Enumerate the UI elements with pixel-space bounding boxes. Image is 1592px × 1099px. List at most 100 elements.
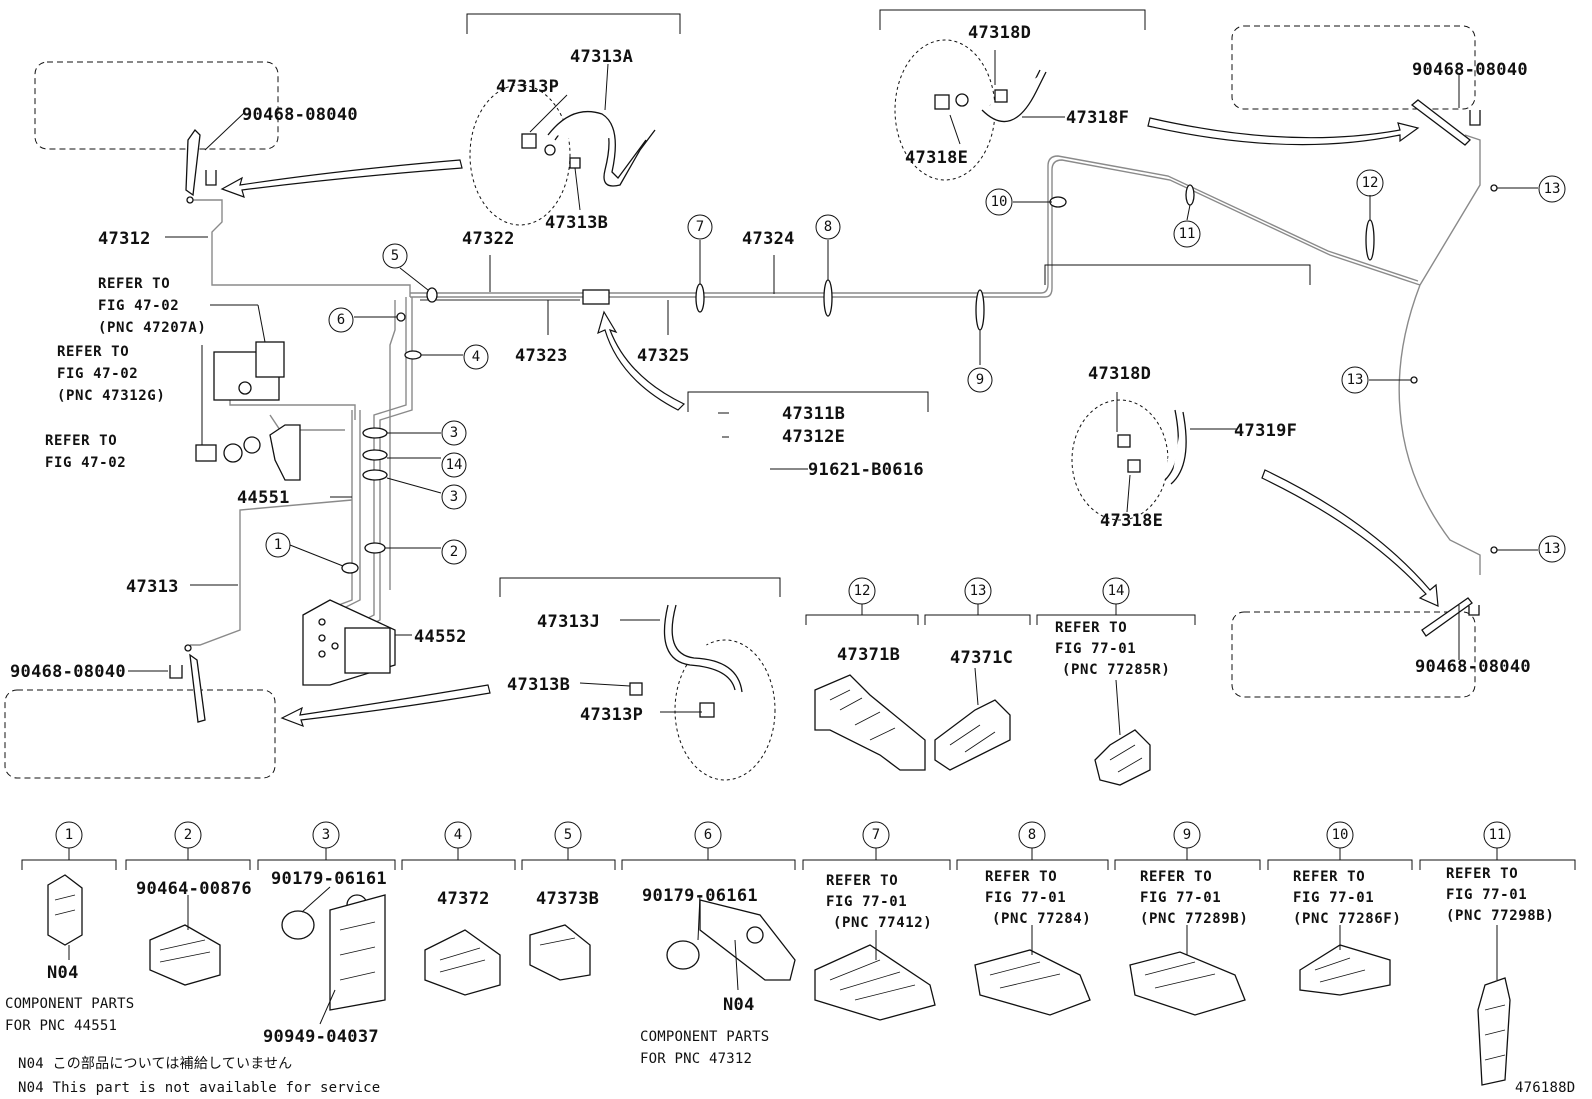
- callout-3a: 3: [441, 420, 467, 446]
- label-47313P-top: 47313P: [496, 77, 559, 97]
- callout-7b: 7: [862, 821, 890, 849]
- refer-labels: REFER TO FIG 47-02 (PNC 47207A) REFER TO…: [45, 276, 1554, 931]
- svg-text:FIG 77-01: FIG 77-01: [1446, 887, 1527, 903]
- label-47325: 47325: [637, 346, 690, 366]
- svg-text:(PNC 77412): (PNC 77412): [833, 915, 932, 931]
- label-47313J: 47313J: [537, 612, 600, 632]
- callout-7a: 7: [687, 214, 713, 240]
- svg-text:COMPONENT PARTS: COMPONENT PARTS: [640, 1029, 769, 1045]
- callout-3c: 3: [312, 821, 340, 849]
- callout-9b: 9: [1173, 821, 1201, 849]
- svg-text:(PNC 77284): (PNC 77284): [992, 911, 1091, 927]
- svg-text:REFER TO: REFER TO: [98, 276, 170, 292]
- label-47318F: 47318F: [1066, 108, 1129, 128]
- label-90468-bl: 90468-08040: [10, 662, 126, 682]
- svg-text:7: 7: [872, 827, 880, 843]
- svg-text:10: 10: [1332, 827, 1349, 843]
- line-clamps: [341, 184, 1498, 574]
- svg-text:12: 12: [1362, 175, 1379, 191]
- wheel-zones: [4, 25, 1476, 779]
- callout-14a: 14: [441, 452, 467, 478]
- callout-9a: 9: [967, 367, 993, 393]
- callout-13a: 13: [1538, 175, 1566, 203]
- label-47371C: 47371C: [950, 648, 1013, 668]
- svg-text:13: 13: [1544, 181, 1561, 197]
- svg-text:4: 4: [454, 827, 462, 843]
- detail-brackets: [466, 9, 1311, 597]
- callout-12b: 12: [848, 577, 876, 605]
- svg-text:REFER TO: REFER TO: [1446, 866, 1518, 882]
- label-47371B: 47371B: [837, 645, 900, 665]
- svg-text:FIG 77-01: FIG 77-01: [1293, 890, 1374, 906]
- callout-12a: 12: [1356, 169, 1384, 197]
- svg-text:(PNC 77285R): (PNC 77285R): [1062, 662, 1170, 678]
- callout-2a: 2: [441, 539, 467, 565]
- svg-text:8: 8: [824, 219, 832, 235]
- callout-2b: 2: [174, 821, 202, 849]
- svg-text:FOR PNC 47312: FOR PNC 47312: [640, 1051, 752, 1067]
- svg-text:REFER TO: REFER TO: [1293, 869, 1365, 885]
- flow-arrows: [220, 117, 1439, 728]
- svg-text:13: 13: [970, 583, 987, 599]
- svg-text:FIG 47-02: FIG 47-02: [57, 366, 138, 382]
- label-47318E-mid: 47318E: [1100, 511, 1163, 531]
- note-n04-japanese: N04 この部品については補給していません: [18, 1056, 292, 1072]
- label-47318D-mid: 47318D: [1088, 364, 1151, 384]
- svg-text:2: 2: [450, 544, 458, 560]
- svg-text:5: 5: [391, 248, 399, 264]
- actuator-area: [195, 341, 301, 481]
- label-91621: 91621-B0616: [808, 460, 924, 480]
- svg-text:14: 14: [1108, 583, 1125, 599]
- svg-text:8: 8: [1028, 827, 1036, 843]
- svg-text:COMPONENT PARTS: COMPONENT PARTS: [5, 996, 134, 1012]
- brake-lines: [190, 134, 1481, 646]
- svg-text:(PNC 47312G): (PNC 47312G): [57, 388, 165, 404]
- svg-text:9: 9: [976, 372, 984, 388]
- callout-6: 6: [328, 307, 354, 333]
- callout-8a: 8: [815, 214, 841, 240]
- svg-text:FIG 47-02: FIG 47-02: [98, 298, 179, 314]
- label-47313: 47313: [126, 577, 179, 597]
- svg-text:FIG 47-02: FIG 47-02: [45, 455, 126, 471]
- svg-text:REFER TO: REFER TO: [1140, 869, 1212, 885]
- label-90949: 90949-04037: [263, 1027, 379, 1047]
- label-90179-3: 90179-06161: [271, 869, 387, 889]
- label-47312E: 47312E: [782, 427, 845, 447]
- callout-14b: 14: [1102, 577, 1130, 605]
- label-44552: 44552: [414, 627, 467, 647]
- label-90468-tl: 90468-08040: [242, 105, 358, 125]
- svg-text:3: 3: [450, 489, 458, 505]
- svg-text:1: 1: [274, 537, 282, 553]
- svg-text:REFER TO: REFER TO: [985, 869, 1057, 885]
- svg-text:5: 5: [564, 827, 572, 843]
- label-n04-6: N04: [723, 995, 755, 1015]
- callout-4: 4: [463, 344, 489, 370]
- label-47312: 47312: [98, 229, 151, 249]
- callout-5b: 5: [554, 821, 582, 849]
- label-47313A: 47313A: [570, 47, 633, 67]
- label-47319F: 47319F: [1234, 421, 1297, 441]
- svg-text:FIG 77-01: FIG 77-01: [826, 894, 907, 910]
- label-47324: 47324: [742, 229, 795, 249]
- clamp-icons-lower: [47, 874, 1511, 1086]
- svg-text:(PNC 77289B): (PNC 77289B): [1140, 911, 1248, 927]
- svg-text:2: 2: [184, 827, 192, 843]
- svg-text:(PNC 77298B): (PNC 77298B): [1446, 908, 1554, 924]
- callout-11b: 11: [1483, 821, 1511, 849]
- callout-4b: 4: [444, 821, 472, 849]
- label-47313B-bot: 47313B: [507, 675, 570, 695]
- notes: COMPONENT PARTS FOR PNC 44551 COMPONENT …: [5, 996, 769, 1096]
- svg-text:13: 13: [1347, 372, 1364, 388]
- callout-10b: 10: [1326, 821, 1354, 849]
- svg-text:REFER TO: REFER TO: [45, 433, 117, 449]
- svg-text:3: 3: [450, 425, 458, 441]
- abs-unit-44552: [302, 599, 396, 686]
- svg-text:FIG 77-01: FIG 77-01: [1140, 890, 1221, 906]
- label-90464: 90464-00876: [136, 879, 252, 899]
- note-n04-english: N04 This part is not available for servi…: [18, 1080, 380, 1096]
- callout-13b: 13: [1341, 366, 1369, 394]
- callout-13c: 13: [1538, 535, 1566, 563]
- callout-11a: 11: [1173, 220, 1201, 248]
- svg-text:(PNC 47207A): (PNC 47207A): [98, 320, 206, 336]
